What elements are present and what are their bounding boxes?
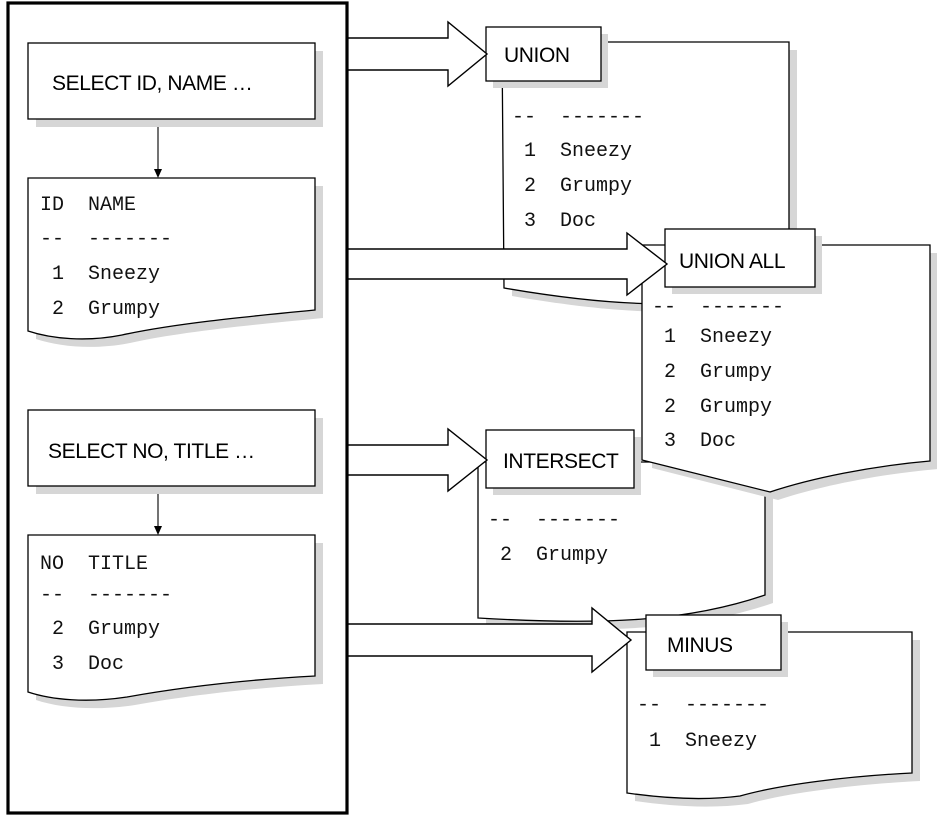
table2-row: 2 Grumpy (40, 618, 160, 641)
union-all-row: 3 Doc (652, 430, 736, 453)
union-row: 3 Doc (512, 210, 596, 233)
union-label: UNION (504, 44, 570, 67)
intersect-arrow (346, 427, 489, 493)
union-all-row: 2 Grumpy (652, 396, 772, 419)
table2-row: 3 Doc (40, 653, 124, 676)
minus-label: MINUS (667, 634, 733, 657)
union-all-row: 1 Sneezy (652, 326, 772, 349)
union-label-box: UNION (485, 26, 608, 88)
table2-header: NO TITLE (40, 553, 148, 576)
intersect-label-box: INTERSECT (485, 429, 641, 495)
union-all-label-box: UNION ALL (664, 228, 822, 294)
intersect-row: 2 Grumpy (488, 544, 608, 567)
minus-row: 1 Sneezy (637, 730, 757, 753)
query1-label: SELECT ID, NAME … (52, 72, 253, 95)
union-row: 1 Sneezy (512, 140, 632, 163)
union-all-arrow (346, 231, 669, 297)
table1-row: 2 Grumpy (40, 298, 160, 321)
query2-connector (154, 494, 162, 535)
table1-row: 1 Sneezy (40, 263, 160, 286)
union-all-result-sheet: -- ------- 1 Sneezy 2 Grumpy 2 Grumpy 3 … (641, 244, 937, 500)
table2-sheet: NO TITLE -- ------- 2 Grumpy 3 Doc (27, 534, 323, 709)
union-all-row: 2 Grumpy (652, 361, 772, 384)
minus-arrow (346, 606, 633, 674)
table1-header: ID NAME (40, 194, 136, 217)
union-all-label: UNION ALL (679, 250, 785, 273)
query2-label: SELECT NO, TITLE … (48, 440, 255, 463)
intersect-separator: -- ------- (488, 509, 620, 532)
minus-label-box: MINUS (645, 614, 788, 677)
query1-connector (154, 127, 162, 178)
union-arrow (346, 20, 489, 88)
table2-separator: -- ------- (40, 584, 172, 607)
table1-separator: -- ------- (40, 228, 172, 251)
intersect-label: INTERSECT (503, 450, 619, 473)
union-all-separator: -- ------- (652, 296, 784, 319)
minus-separator: -- ------- (637, 694, 769, 717)
union-separator: -- ------- (512, 106, 644, 129)
source-queries-frame (6, 1, 349, 815)
union-row: 2 Grumpy (512, 175, 632, 198)
query1-box: SELECT ID, NAME … (27, 42, 323, 127)
query2-box: SELECT NO, TITLE … (27, 409, 323, 494)
intersect-result-sheet: -- ------- 2 Grumpy (477, 461, 773, 630)
table1-sheet: ID NAME -- ------- 1 Sneezy 2 Grumpy (27, 177, 323, 347)
